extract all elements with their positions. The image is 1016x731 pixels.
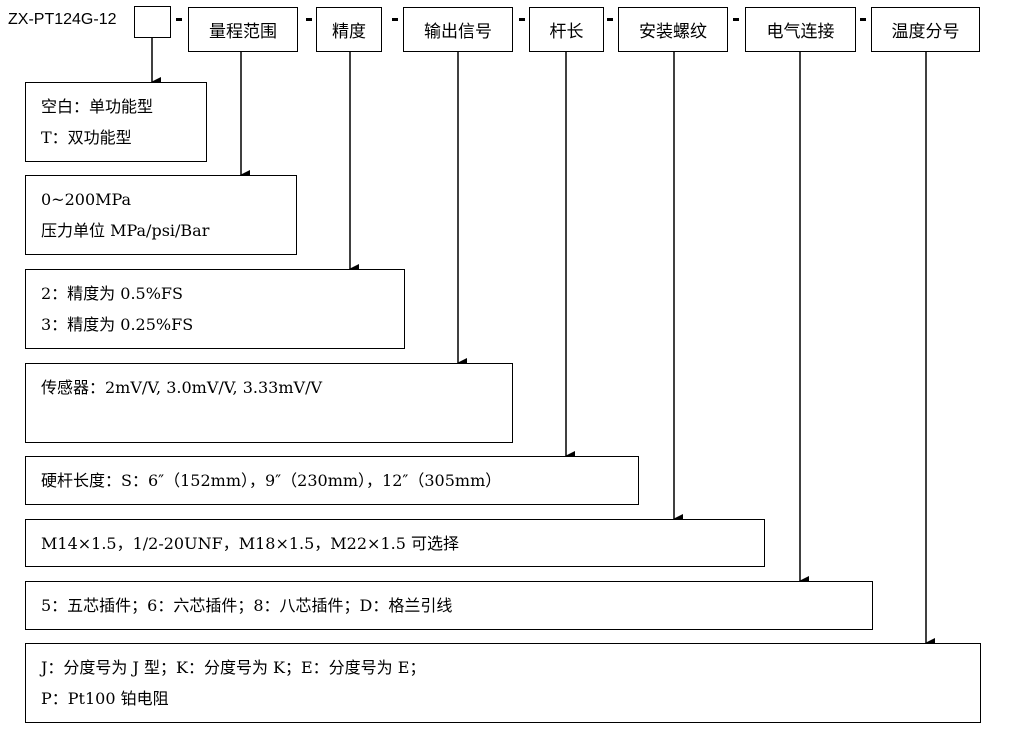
desc-box-electrical: 5：五芯插件；6：六芯插件；8：八芯插件；D：格兰引线 bbox=[25, 581, 873, 630]
desc-line: 压力单位 MPa/psi/Bar bbox=[41, 221, 210, 240]
code-box-temp: 温度分号 bbox=[871, 7, 980, 52]
desc-box-option: 空白：单功能型 T：双功能型 bbox=[25, 82, 207, 162]
desc-box-accuracy: 2：精度为 0.5%FS 3：精度为 0.25%FS bbox=[25, 269, 405, 349]
code-box-option bbox=[134, 6, 171, 38]
desc-line: M14×1.5，1/2-20UNF，M18×1.5，M22×1.5 可选择 bbox=[41, 534, 459, 553]
desc-line: 空白：单功能型 bbox=[41, 97, 154, 116]
desc-line: 传感器：2mV/V, 3.0mV/V, 3.33mV/V bbox=[41, 378, 323, 397]
separator-dash bbox=[306, 18, 312, 21]
code-box-thread: 安装螺纹 bbox=[618, 7, 728, 52]
desc-line: 硬杆长度：S：6″（152mm），9″（230mm），12″（305mm） bbox=[41, 471, 502, 490]
desc-line: J：分度号为 J 型；K：分度号为 K；E：分度号为 E； bbox=[41, 658, 426, 677]
desc-line: 0~200MPa bbox=[41, 190, 132, 209]
separator-dash bbox=[860, 18, 866, 21]
code-box-label: 杆长 bbox=[549, 22, 584, 42]
separator-dash bbox=[176, 18, 182, 21]
separator-dash bbox=[733, 18, 739, 21]
model-code: ZX-PT124G-12 bbox=[8, 11, 117, 28]
desc-box-rod: 硬杆长度：S：6″（152mm），9″（230mm），12″（305mm） bbox=[25, 456, 639, 505]
desc-box-thread: M14×1.5，1/2-20UNF，M18×1.5，M22×1.5 可选择 bbox=[25, 519, 765, 567]
code-box-output: 输出信号 bbox=[403, 7, 513, 52]
separator-dash bbox=[607, 18, 613, 21]
code-box-range: 量程范围 bbox=[188, 7, 298, 52]
code-box-label: 电气连接 bbox=[766, 22, 835, 42]
code-box-accuracy: 精度 bbox=[316, 7, 382, 52]
code-box-label: 安装螺纹 bbox=[639, 22, 707, 42]
desc-box-output: 传感器：2mV/V, 3.0mV/V, 3.33mV/V bbox=[25, 363, 513, 443]
desc-line: 5：五芯插件；6：六芯插件；8：八芯插件；D：格兰引线 bbox=[41, 596, 453, 615]
desc-box-temp: J：分度号为 J 型；K：分度号为 K；E：分度号为 E； P：Pt100 铂电… bbox=[25, 643, 981, 723]
desc-box-range: 0~200MPa 压力单位 MPa/psi/Bar bbox=[25, 175, 297, 255]
desc-line: P：Pt100 铂电阻 bbox=[41, 689, 169, 708]
code-box-label: 精度 bbox=[332, 22, 366, 42]
separator-dash bbox=[392, 18, 398, 21]
code-box-label: 输出信号 bbox=[424, 22, 492, 42]
code-box-label: 温度分号 bbox=[891, 22, 960, 42]
desc-line: 2：精度为 0.5%FS bbox=[41, 284, 183, 303]
code-box-rod: 杆长 bbox=[529, 7, 604, 52]
code-box-electrical: 电气连接 bbox=[745, 7, 856, 52]
code-box-label: 量程范围 bbox=[209, 22, 277, 42]
desc-line: T：双功能型 bbox=[41, 128, 132, 147]
desc-line: 3：精度为 0.25%FS bbox=[41, 315, 194, 334]
separator-dash bbox=[519, 18, 525, 21]
